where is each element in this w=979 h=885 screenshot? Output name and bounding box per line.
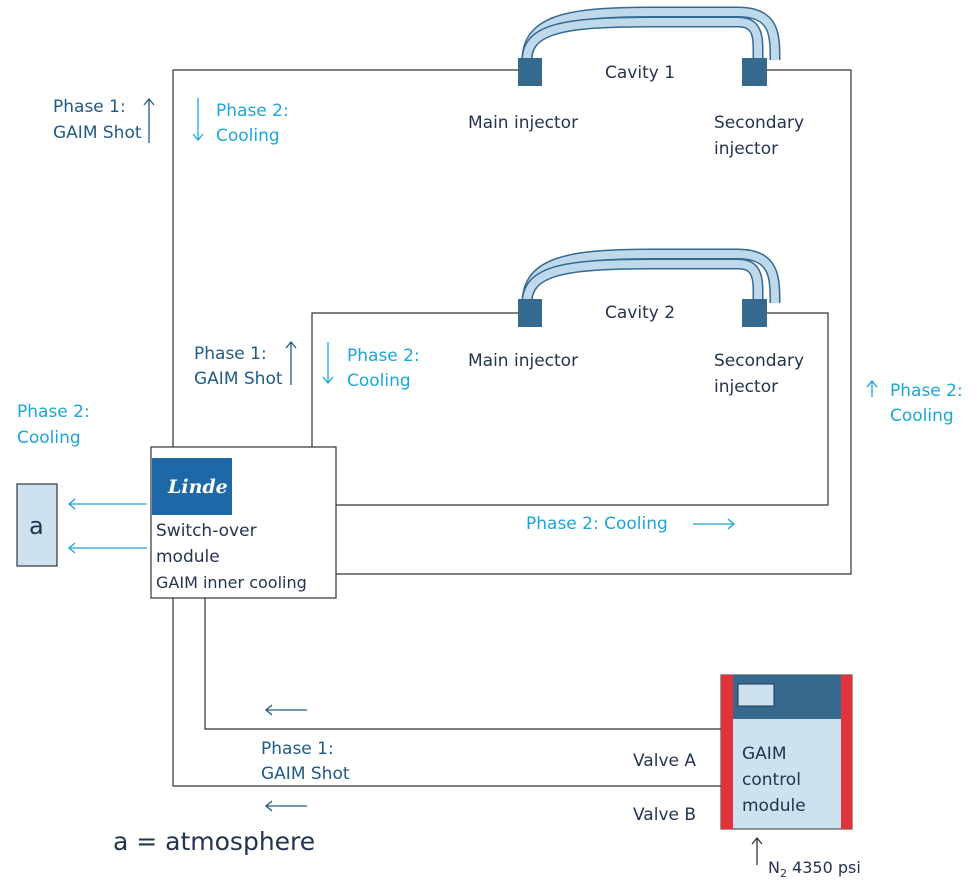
inner-phase1-label-2: GAIM Shot	[194, 369, 283, 389]
bottom-phase1-label-1: Phase 1:	[261, 739, 334, 759]
control-module-label-1: GAIM	[742, 744, 787, 764]
nitrogen-supply-label: N2 4350 psi	[768, 857, 861, 885]
outer-phase2-label-2: Cooling	[216, 126, 280, 146]
module-right-rail	[841, 675, 852, 829]
right-phase2-label-2: Cooling	[890, 406, 954, 426]
inner-phase1-label-1: Phase 1:	[194, 344, 267, 364]
cavity2-label: Cavity 2	[605, 303, 676, 323]
inner-phase2-label-1: Phase 2:	[347, 346, 420, 366]
outer-loop-line	[172, 69, 518, 447]
atmosphere-box-label: a	[29, 512, 44, 540]
vent-arrow-lower	[67, 542, 147, 554]
bottom-phase1-label-2: GAIM Shot	[261, 764, 350, 784]
valve-a-line	[204, 598, 721, 730]
valve-b-flow-arrow	[264, 800, 307, 812]
vent-arrow-upper	[67, 498, 147, 510]
cooling-right-arrow	[693, 518, 736, 530]
cavity2-main-injector-label: Main injector	[468, 351, 579, 371]
switch-module-label-2: module	[156, 547, 220, 567]
inner-phase2-down-arrow	[322, 342, 334, 385]
linde-logo-text: Linde	[168, 476, 228, 498]
linde-logo	[152, 458, 232, 515]
outer-loop-right-line	[336, 69, 852, 575]
outer-phase1-label-2: GAIM Shot	[53, 123, 142, 143]
inner-phase1-up-arrow	[285, 340, 297, 385]
right-phase2-up-arrow	[866, 379, 878, 397]
cavity1-main-injector	[518, 58, 542, 86]
cavity1-label: Cavity 1	[605, 63, 676, 83]
valve-b-label: Valve B	[633, 805, 697, 825]
gaim-control-module	[720, 674, 853, 830]
cavity1-main-injector-label: Main injector	[468, 113, 579, 133]
vent-phase2-label-1: Phase 2:	[17, 402, 90, 422]
switch-module-label-1: Switch-over	[156, 521, 257, 541]
cavity2-secondary-injector	[742, 299, 767, 327]
atmosphere-box	[16, 483, 58, 567]
control-module-label-2: control	[742, 770, 801, 790]
outer-phase1-up-arrow	[143, 97, 155, 143]
supply-subscript: 2	[779, 867, 787, 881]
cavity1-secondary-injector-label-2: injector	[714, 139, 779, 159]
switch-module-label-3: GAIM inner cooling	[156, 573, 307, 592]
cavity2-hose	[521, 248, 781, 304]
cavity2-secondary-injector-label-2: injector	[714, 377, 779, 397]
cavity1-secondary-injector	[742, 58, 767, 86]
control-module-label-3: module	[742, 796, 806, 816]
supply-pressure: 4350 psi	[786, 858, 861, 877]
valve-a-flow-arrow	[264, 704, 307, 716]
inner-phase2-label-2: Cooling	[347, 371, 411, 391]
cavity1-hose	[521, 6, 781, 61]
right-phase2-label-1: Phase 2:	[890, 381, 963, 401]
outer-phase2-label-1: Phase 2:	[216, 101, 289, 121]
cavity1-secondary-injector-label-1: Secondary	[714, 113, 805, 133]
module-left-rail	[721, 675, 733, 829]
valve-b-line	[172, 598, 721, 787]
outer-phase2-down-arrow	[192, 98, 204, 142]
outer-phase1-label-1: Phase 1:	[53, 97, 126, 117]
valve-a-label: Valve A	[633, 751, 697, 771]
inner-loop-right-line	[336, 312, 829, 506]
legend-text: a = atmosphere	[113, 827, 316, 856]
supply-n: N	[768, 858, 780, 877]
cooling-flow-label: Phase 2: Cooling	[526, 514, 668, 534]
cavity2-secondary-injector-label-1: Secondary	[714, 351, 805, 371]
cavity2-main-injector	[518, 299, 542, 327]
vent-phase2-label-2: Cooling	[17, 428, 81, 448]
inner-loop-line	[311, 312, 518, 447]
supply-up-arrow	[751, 836, 763, 865]
